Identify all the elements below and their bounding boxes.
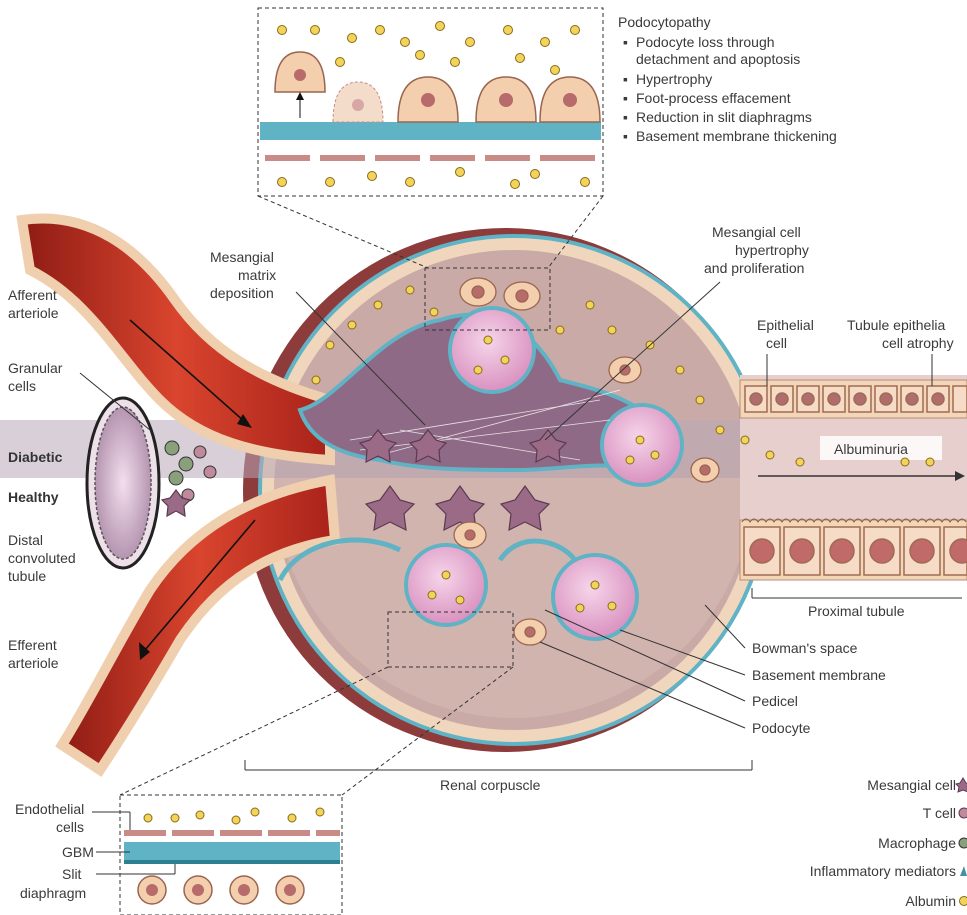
distal-label-3: tubule [8,568,46,584]
epithelial-label-2: cell [766,335,787,351]
svg-text:▪: ▪ [623,128,628,144]
legend-albumin-label: Albumin [905,893,956,909]
bullet-1b: detachment and apoptosis [636,51,800,67]
slit-label-2: diaphragm [20,885,86,901]
bullet-1: Podocyte loss through [636,34,775,50]
proximal-tubule [740,375,967,580]
legend-inflammatory-label: Inflammatory mediators [810,863,956,879]
podocyte-label: Podocyte [752,720,811,736]
legend: Mesangial cell T cell Macrophage Inflamm… [810,777,967,909]
granular-label-2: cells [8,378,36,394]
endothelial-label-1: Endothelial [15,801,84,817]
svg-text:▪: ▪ [623,71,628,87]
mesangial-cell-icon [956,778,967,792]
tubule-atrophy-label-2: cell atrophy [882,335,954,351]
mesangial-matrix-label-2: matrix [238,267,276,283]
top-inset-title: Podocytopathy [618,14,711,30]
bullet-3: Foot-process effacement [636,90,791,106]
basement-membrane-label: Basement membrane [752,667,886,683]
svg-text:▪: ▪ [623,90,628,106]
bullet-2: Hypertrophy [636,71,712,87]
mesangial-hyper-label-1: Mesangial cell [712,224,801,240]
afferent-label-2: arteriole [8,305,59,321]
mesangial-hyper-label-3: and proliferation [704,260,804,276]
albumin-icon [960,897,967,906]
healthy-label: Healthy [8,489,59,505]
afferent-label-1: Afferent [8,287,57,303]
mesangial-hyper-label-2: hypertrophy [735,242,809,258]
mesangial-matrix-label-1: Mesangial [210,249,274,265]
distal-label-2: convoluted [8,550,76,566]
legend-mesangial-label: Mesangial cell [867,777,956,793]
svg-text:▪: ▪ [623,109,628,125]
bullet-5: Basement membrane thickening [636,128,837,144]
renal-corpuscle-label: Renal corpuscle [440,777,541,793]
inflammatory-mediator-icon [960,866,967,876]
tubule-atrophy-label-1: Tubule epithelia [847,317,946,333]
t-cell-icon [959,808,967,818]
svg-text:▪: ▪ [623,34,628,50]
endothelial-label-2: cells [56,819,84,835]
lower-epithelial-row [744,527,967,575]
slit-label-1: Slit [62,866,82,882]
pedicel-label: Pedicel [752,693,798,709]
proximal-tubule-label: Proximal tubule [808,603,905,619]
bowmans-space-label: Bowman's space [752,640,858,656]
mesangial-matrix-label-3: deposition [210,285,274,301]
epithelial-label-1: Epithelial [757,317,814,333]
bullet-4: Reduction in slit diaphragms [636,109,812,125]
granular-label-1: Granular [8,360,63,376]
upper-epithelial-row [745,386,967,412]
macrophage-icon [959,838,967,848]
diabetic-label: Diabetic [8,449,63,465]
legend-macrophage-label: Macrophage [878,835,956,851]
gbm-label: GBM [62,844,94,860]
efferent-label-2: arteriole [8,655,59,671]
efferent-label-1: Efferent [8,637,57,653]
distal-label-1: Distal [8,532,43,548]
albuminuria-label: Albuminuria [834,441,908,457]
legend-tcell-label: T cell [923,805,956,821]
